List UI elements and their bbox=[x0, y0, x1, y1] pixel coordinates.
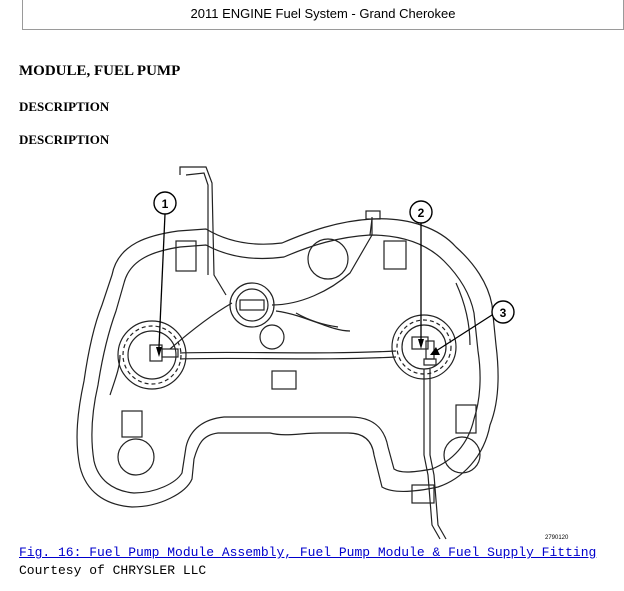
svg-text:3: 3 bbox=[500, 306, 507, 320]
figure-ref-number: 2790120 bbox=[545, 535, 569, 541]
section-subtitle-description-2: DESCRIPTION bbox=[19, 132, 110, 147]
figure-caption-link[interactable]: Fig. 16: Fuel Pump Module Assembly, Fuel… bbox=[19, 545, 597, 560]
document-header: 2011 ENGINE Fuel System - Grand Cherokee bbox=[22, 0, 624, 30]
svg-text:1: 1 bbox=[162, 197, 169, 211]
section-subtitle-description: DESCRIPTION bbox=[19, 99, 110, 114]
figure-courtesy: Courtesy of CHRYSLER LLC bbox=[19, 563, 207, 578]
svg-text:2: 2 bbox=[418, 206, 425, 220]
fuel-pump-module-illustration: 1 2 3 2790120 bbox=[0, 155, 624, 545]
callout-2: 2 bbox=[409, 200, 433, 224]
callout-3: 3 bbox=[491, 300, 515, 324]
callout-1: 1 bbox=[153, 191, 177, 215]
document-title: 2011 ENGINE Fuel System - Grand Cherokee bbox=[190, 6, 456, 21]
section-title: MODULE, FUEL PUMP bbox=[19, 63, 181, 79]
